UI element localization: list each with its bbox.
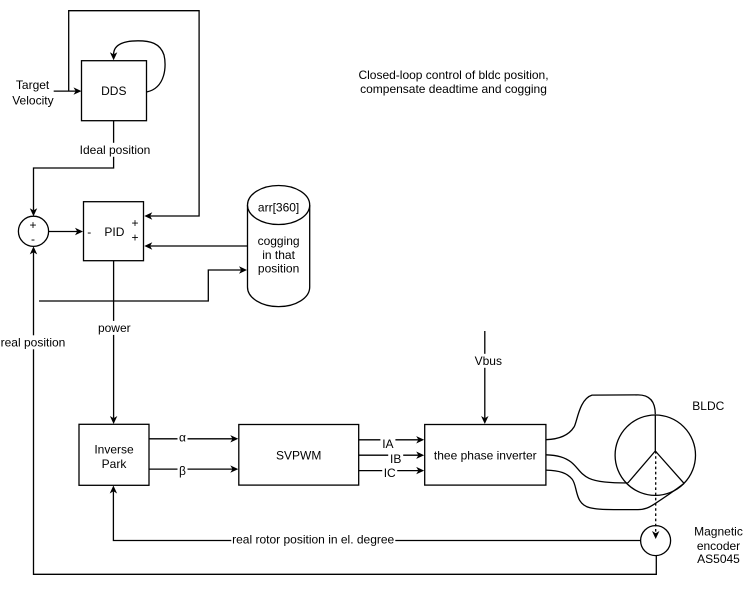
svg-text:Target: Target: [16, 78, 50, 92]
svg-text:-: -: [87, 225, 91, 239]
svg-text:Park: Park: [102, 457, 128, 471]
svg-text:SVPWM: SVPWM: [276, 449, 321, 463]
svg-text:Vbus: Vbus: [475, 354, 502, 368]
svg-text:IB: IB: [390, 452, 401, 466]
svg-text:in that: in that: [262, 248, 295, 262]
svg-text:Magnetic: Magnetic: [694, 524, 743, 538]
svg-text:PID: PID: [104, 225, 124, 239]
svg-text:Ideal position: Ideal position: [80, 143, 151, 157]
svg-text:real position: real position: [1, 336, 66, 350]
svg-text:arr[360]: arr[360]: [258, 200, 299, 214]
svg-text:Inverse: Inverse: [94, 443, 134, 457]
svg-text:+: +: [131, 231, 138, 245]
svg-text:AS5045: AS5045: [697, 552, 740, 566]
svg-text:power: power: [98, 321, 131, 335]
svg-text:DDS: DDS: [101, 84, 126, 98]
svg-text:+: +: [29, 218, 36, 232]
svg-text:-: -: [31, 232, 35, 246]
svg-text:encoder: encoder: [697, 539, 740, 553]
svg-text:real rotor position in el. deg: real rotor position in el. degree: [232, 532, 394, 546]
svg-text:compensate deadtime and coggin: compensate deadtime and cogging: [360, 82, 547, 96]
svg-text:cogging: cogging: [258, 234, 300, 248]
svg-text:thee phase inverter: thee phase inverter: [434, 449, 537, 463]
svg-text:+: +: [131, 216, 138, 230]
svg-text:β: β: [179, 464, 186, 478]
svg-text:BLDC: BLDC: [692, 399, 724, 413]
svg-text:Velocity: Velocity: [12, 94, 53, 108]
svg-text:α: α: [179, 430, 186, 444]
svg-text:IA: IA: [382, 437, 393, 451]
svg-text:Closed-loop control of bldc po: Closed-loop control of bldc position,: [358, 68, 548, 82]
svg-text:position: position: [258, 262, 299, 276]
svg-text:IC: IC: [384, 466, 396, 480]
